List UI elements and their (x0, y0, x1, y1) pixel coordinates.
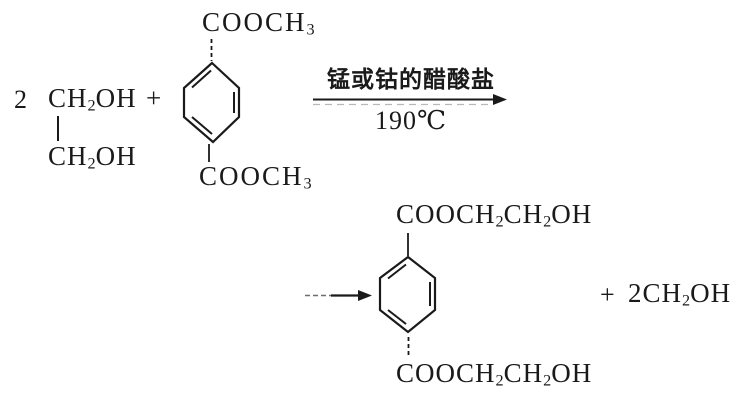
glycol-formula-top: CH2OH (48, 83, 137, 115)
temperature-label: 190℃ (375, 106, 448, 135)
glycol-cc-bond (57, 116, 59, 141)
plus-sign-byproduct: + (600, 280, 616, 309)
reaction-arrow-product (305, 290, 372, 301)
plus-sign-reactants: + (146, 83, 163, 113)
glycol-formula-bottom: CH2OH (48, 141, 137, 173)
bhet-top-ester-label: COOCH2CH2OH (396, 199, 593, 231)
catalyst-label: 锰或钴的醋酸盐 (327, 67, 495, 93)
benzene-ring-product (378, 233, 437, 358)
glycol-coefficient: 2 (14, 85, 28, 114)
bhet-bottom-ester-label: COOCH2CH2OH (396, 358, 593, 390)
reaction-arrow-main (313, 94, 507, 106)
benzene-ring-reactant (182, 39, 241, 162)
dmt-bottom-ester-label: COOCH3 (199, 161, 312, 193)
dmt-top-ester-label: COOCH3 (202, 7, 315, 39)
byproduct-formula: 2CH2OH (628, 278, 732, 310)
